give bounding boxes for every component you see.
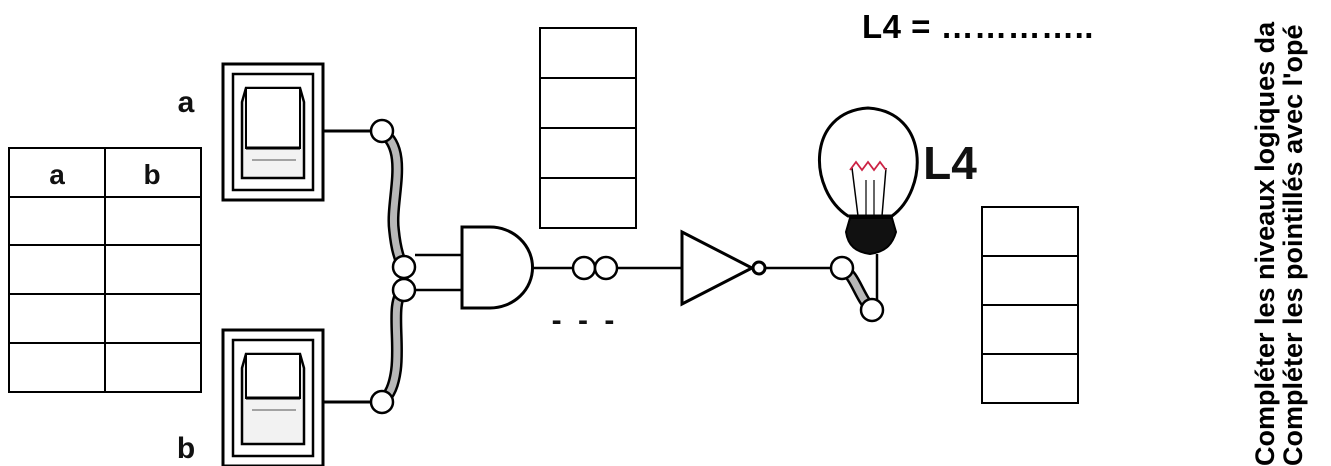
connector-lamp <box>859 297 885 323</box>
gate-output-table <box>539 27 637 229</box>
not-gate <box>680 229 756 307</box>
switch-b[interactable] <box>221 328 325 466</box>
truth-table-header-b: b <box>143 159 160 190</box>
truth-table <box>8 147 202 393</box>
connector-b-switch <box>369 389 395 415</box>
connector-a-gate <box>391 254 417 280</box>
wire-b <box>376 284 410 408</box>
connector-mid-1 <box>571 255 597 281</box>
connector-mid-2 <box>593 255 619 281</box>
lamp-label: L4 <box>923 137 977 189</box>
gate-output-placeholder: - - - <box>552 304 619 337</box>
output-table <box>981 206 1079 404</box>
not-gate-bubble <box>751 260 767 276</box>
switch-b-label: b <box>177 432 195 465</box>
instruction-line-1: Compléter les niveaux logiques da <box>1251 21 1280 466</box>
switch-a[interactable] <box>221 62 325 202</box>
and-gate <box>460 225 534 310</box>
truth-table-header-a: a <box>49 159 65 190</box>
filament <box>849 160 887 172</box>
output-formula: L4 = ………….. <box>862 8 1094 45</box>
wire-a <box>376 126 410 272</box>
switch-a-label: a <box>178 86 195 119</box>
connector-a-switch <box>369 118 395 144</box>
lamp-icon <box>818 106 919 256</box>
connector-b-gate <box>391 277 417 303</box>
instruction-line-2: Compléter les pointillés avec l'opé <box>1278 24 1308 466</box>
instructions: Compléter les niveaux logiques da Complé… <box>1251 0 1331 466</box>
connector-not-output <box>829 255 855 281</box>
